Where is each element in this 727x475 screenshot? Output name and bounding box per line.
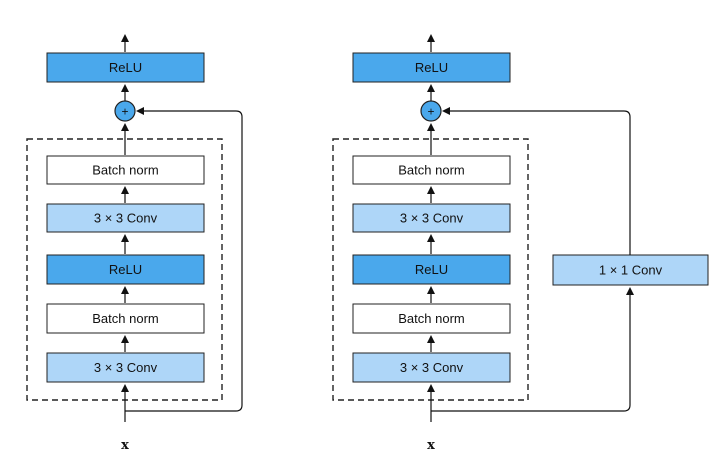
left-layer-batch-norm-2: Batch norm <box>46 155 205 185</box>
right-relu-label: ReLU <box>415 262 448 277</box>
left-conv-1-label: 3 × 3 Conv <box>94 360 158 375</box>
left-batch-norm-1-label: Batch norm <box>92 311 158 326</box>
right-input-x-label: x <box>427 438 435 453</box>
left-add-symbol: + <box>121 105 128 119</box>
left-layer-batch-norm-1: Batch norm <box>46 303 205 334</box>
right-top-relu-box: ReLU <box>352 52 511 83</box>
right-conv1x1-rect <box>552 254 709 286</box>
left-conv-2-rect <box>46 203 205 233</box>
right-conv-2-label: 3 × 3 Conv <box>400 211 464 226</box>
right-batch-norm-1-label: Batch norm <box>398 311 464 326</box>
left-relu-rect <box>46 254 205 285</box>
left-identity-shortcut <box>125 107 243 412</box>
right-layer-batch-norm-1: Batch norm <box>352 303 511 334</box>
left-top-relu-rect <box>46 52 205 83</box>
right-add-circle <box>420 100 442 122</box>
right-relu-rect <box>352 254 511 285</box>
right-add-symbol: + <box>427 105 434 119</box>
right-layer-conv-2: 3 × 3 Conv <box>352 203 511 233</box>
left-conv-1-rect <box>46 352 205 383</box>
left-input-x-label: x <box>121 438 129 453</box>
left-relu-label: ReLU <box>109 262 142 277</box>
left-layer-conv-1: 3 × 3 Conv <box>46 352 205 383</box>
left-add-circle <box>114 100 136 122</box>
left-batch-norm-1-rect <box>46 303 205 334</box>
right-batch-norm-2-rect <box>352 155 511 185</box>
left-top-relu-box: ReLU <box>46 52 205 83</box>
right-top-relu-rect <box>352 52 511 83</box>
left-add-node: + <box>114 100 136 122</box>
right-batch-norm-2-label: Batch norm <box>398 163 464 178</box>
right-conv-2-rect <box>352 203 511 233</box>
right-residual-block: ReLU + Batch norm 3 × 3 Conv ReLU Batch … <box>332 34 709 453</box>
right-batch-norm-1-rect <box>352 303 511 334</box>
right-layer-relu: ReLU <box>352 254 511 285</box>
left-conv-2-label: 3 × 3 Conv <box>94 211 158 226</box>
left-layer-relu: ReLU <box>46 254 205 285</box>
right-top-relu-label: ReLU <box>415 60 448 75</box>
left-layer-conv-2: 3 × 3 Conv <box>46 203 205 233</box>
right-conv-1-rect <box>352 352 511 383</box>
left-batch-norm-2-label: Batch norm <box>92 163 158 178</box>
left-batch-norm-2-rect <box>46 155 205 185</box>
right-conv1x1-label: 1 × 1 Conv <box>599 263 663 278</box>
right-layer-batch-norm-2: Batch norm <box>352 155 511 185</box>
right-add-node: + <box>420 100 442 122</box>
right-conv1x1-to-add <box>442 107 631 255</box>
left-top-relu-label: ReLU <box>109 60 142 75</box>
right-layer-conv-1: 3 × 3 Conv <box>352 352 511 383</box>
right-shortcut-to-conv1x1 <box>431 287 634 412</box>
right-conv-1-label: 3 × 3 Conv <box>400 360 464 375</box>
right-shortcut-conv1x1: 1 × 1 Conv <box>552 254 709 286</box>
left-residual-block: ReLU + Batch norm 3 × 3 Conv ReLU Batch … <box>26 34 243 453</box>
